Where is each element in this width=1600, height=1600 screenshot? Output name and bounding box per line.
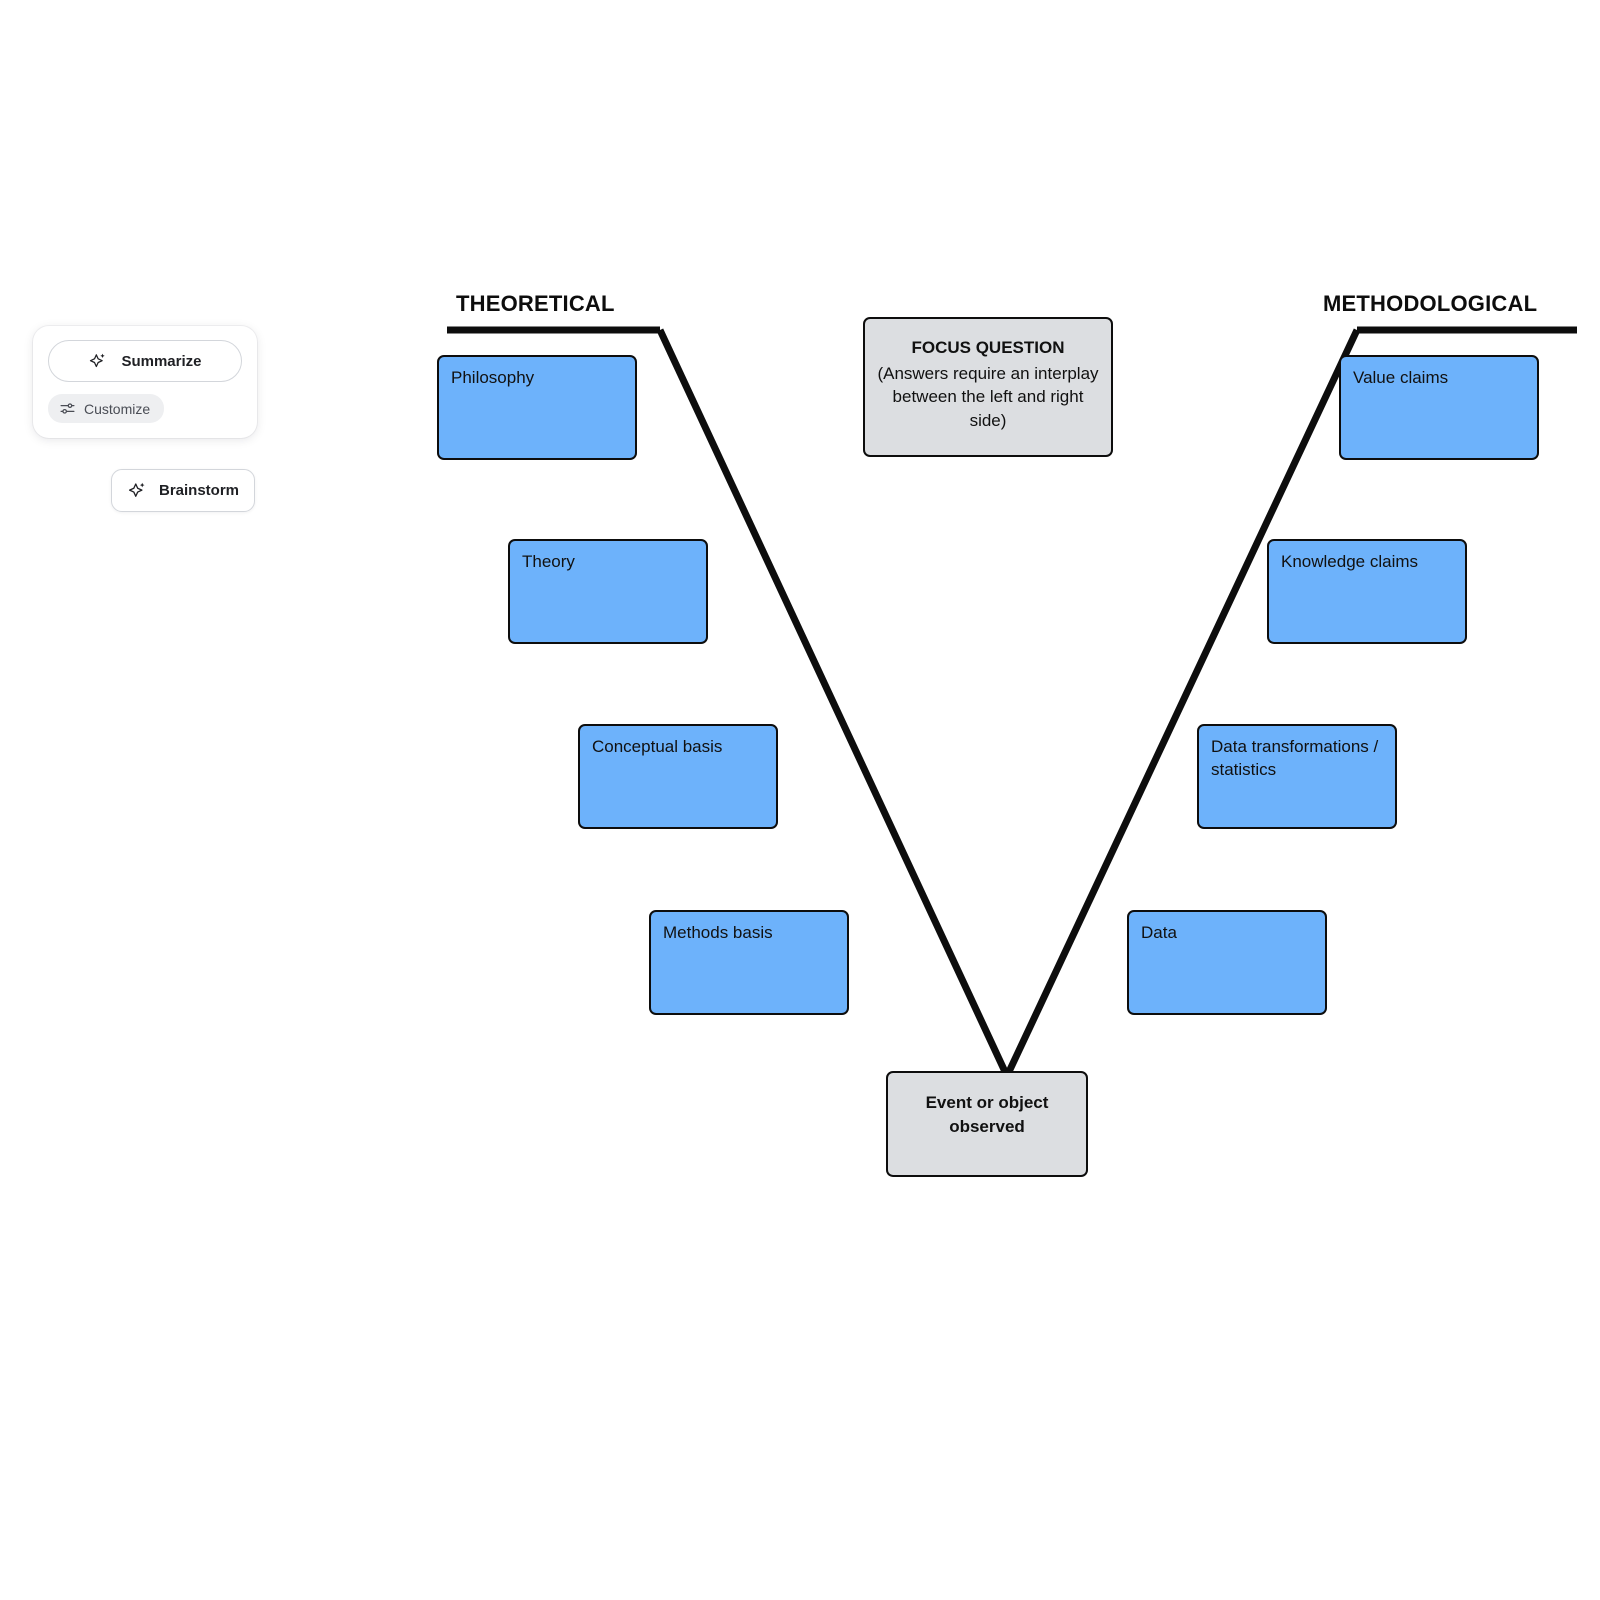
node-value-claims[interactable]: Value claims <box>1339 355 1539 460</box>
right-axis-label: METHODOLOGICAL <box>1323 291 1538 316</box>
customize-label: Customize <box>84 400 151 417</box>
brainstorm-button[interactable]: Brainstorm <box>111 469 255 512</box>
summarize-button[interactable]: Summarize <box>48 340 242 382</box>
node-philosophy[interactable]: Philosophy <box>437 355 637 460</box>
node-data-transformations[interactable]: Data transformations / statistics <box>1197 724 1397 829</box>
brainstorm-label: Brainstorm <box>158 482 240 499</box>
focus-question-body: (Answers require an interplay between th… <box>877 363 1099 430</box>
node-data[interactable]: Data <box>1127 910 1327 1015</box>
focus-question-node[interactable]: FOCUS QUESTION (Answers require an inter… <box>863 317 1113 457</box>
customize-button[interactable]: Customize <box>48 394 165 423</box>
node-label: Knowledge claims <box>1281 552 1419 571</box>
sparkle-icon <box>127 480 148 501</box>
sliders-icon <box>59 400 76 417</box>
sparkle-icon <box>88 351 108 371</box>
node-label: Theory <box>522 552 575 571</box>
node-label: Conceptual basis <box>592 737 723 756</box>
node-label: Methods basis <box>663 923 773 942</box>
node-label: Philosophy <box>451 368 535 387</box>
node-conceptual-basis[interactable]: Conceptual basis <box>578 724 778 829</box>
node-knowledge-claims[interactable]: Knowledge claims <box>1267 539 1467 644</box>
summarize-label: Summarize <box>121 352 202 370</box>
node-label: Value claims <box>1353 368 1449 387</box>
node-label: Data transformations / statistics <box>1211 737 1379 779</box>
left-axis-label: THEORETICAL <box>456 291 615 316</box>
node-label: Event or object observed <box>925 1093 1049 1136</box>
node-event-or-object-observed[interactable]: Event or object observed <box>886 1071 1088 1177</box>
node-theory[interactable]: Theory <box>508 539 708 644</box>
ai-assist-panel: Summarize Customize <box>33 326 257 438</box>
node-label: Data <box>1141 923 1177 942</box>
focus-question-title: FOCUS QUESTION <box>911 338 1065 357</box>
node-methods-basis[interactable]: Methods basis <box>649 910 849 1015</box>
